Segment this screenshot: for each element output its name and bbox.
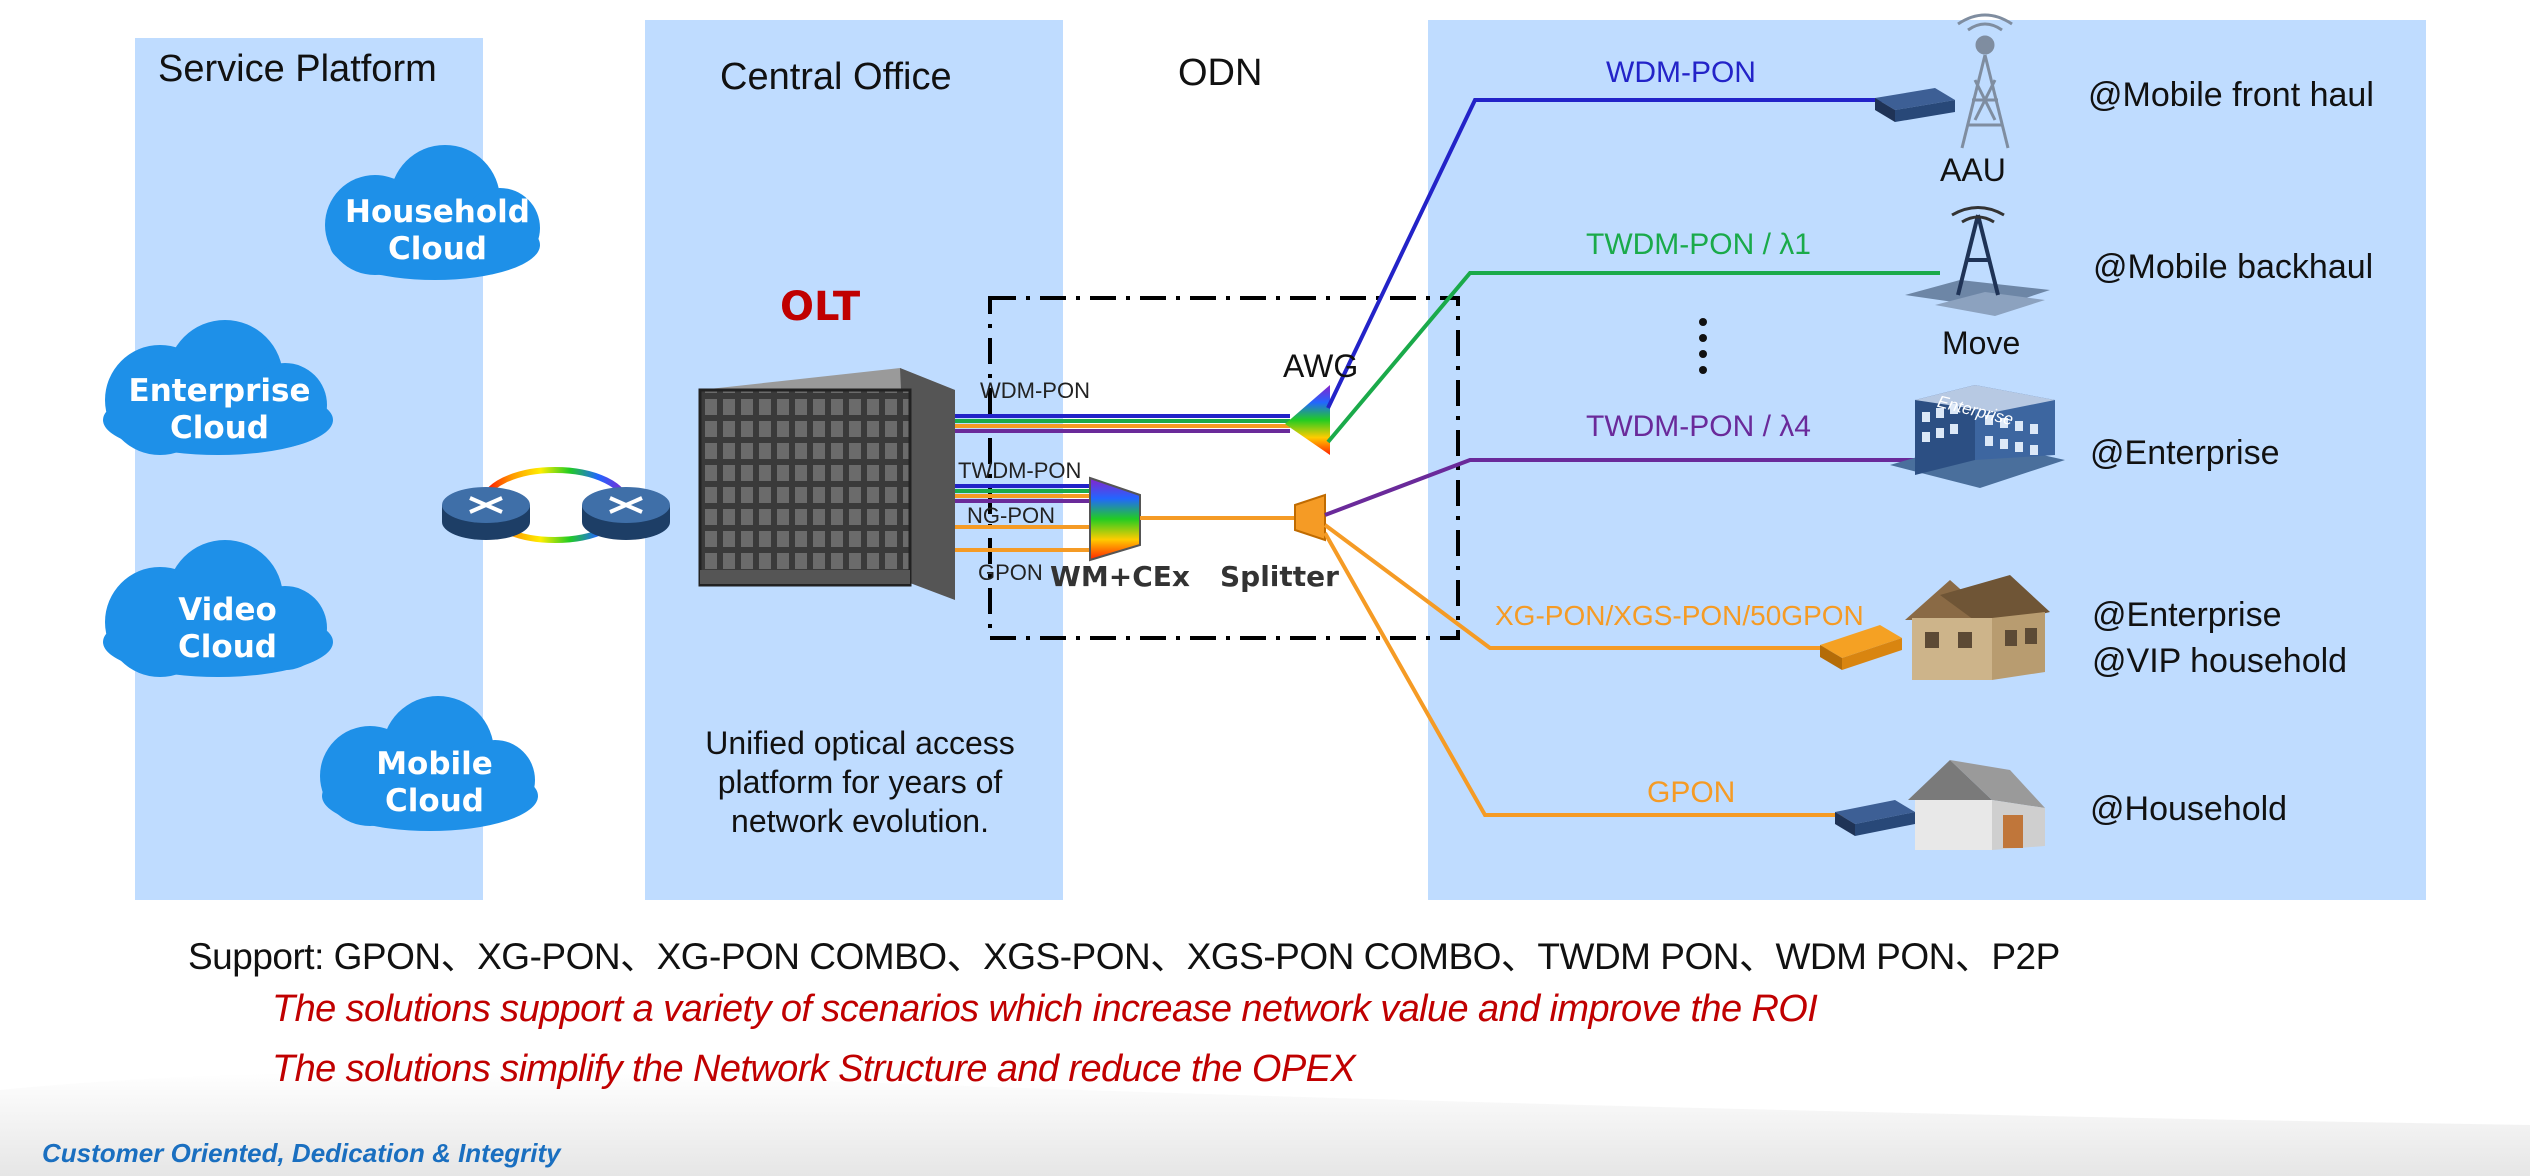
enterprise-building-icon xyxy=(1890,385,2065,488)
port-wdm-pon: WDM-PON xyxy=(980,378,1090,403)
link-label-wdm-pon: WDM-PON xyxy=(1606,56,1756,89)
solution-line-1: The solutions support a variety of scena… xyxy=(272,988,1818,1030)
olt-description: Unified optical access platform for year… xyxy=(705,725,1015,839)
awg-icon xyxy=(1285,385,1330,455)
slogan: Customer Oriented, Dedication & Integrit… xyxy=(42,1138,561,1168)
wm-cex-label: WM+CEx xyxy=(1050,560,1190,593)
wdm-bundle xyxy=(955,414,1290,433)
router-icon xyxy=(442,487,530,540)
dest-mobile-backhaul: @Mobile backhaul xyxy=(2093,248,2374,286)
mobile-cloud-label: Mobile Cloud xyxy=(376,746,493,819)
household-cloud-icon xyxy=(325,145,540,280)
mobile-cloud-icon xyxy=(320,696,538,831)
link-label-xg-pon: XG-PON/XGS-PON/50GPON xyxy=(1495,600,1864,631)
solution-line-2: The solutions simplify the Network Struc… xyxy=(272,1048,1356,1090)
awg-label: AWG xyxy=(1283,348,1359,384)
wm-cex-icon xyxy=(1089,476,1141,562)
link-label-twdm-l4: TWDM-PON / λ4 xyxy=(1586,410,1811,443)
video-cloud-icon xyxy=(103,540,333,677)
router-icon xyxy=(582,487,670,540)
odn-title: ODN xyxy=(1178,52,1263,94)
central-office-title: Central Office xyxy=(720,56,952,98)
enterprise-cloud-icon xyxy=(103,320,333,455)
onu-device-icon xyxy=(1875,88,1955,122)
port-gpon: GPON xyxy=(978,560,1043,585)
enterprise-cloud-label: Enterprise Cloud xyxy=(128,373,311,446)
onu-device-icon xyxy=(1835,800,1915,836)
odn-box xyxy=(988,296,1460,640)
dest-enterprise-vip: @Enterprise @VIP household xyxy=(2092,596,2348,680)
port-ng-pon: NG-PON xyxy=(967,503,1055,528)
household-house-icon xyxy=(1908,760,2045,850)
dest-household: @Household xyxy=(2090,790,2288,828)
household-cloud-label: Household Cloud xyxy=(345,194,530,267)
port-twdm-pon: TWDM-PON xyxy=(958,458,1082,483)
olt-label: OLT xyxy=(780,284,861,330)
move-label: Move xyxy=(1942,325,2021,361)
service-platform-title: Service Platform xyxy=(158,48,437,90)
twdm-l1-link xyxy=(1326,271,1940,444)
link-label-gpon: GPON xyxy=(1647,776,1736,809)
aau-tower-icon xyxy=(1957,13,2013,149)
dest-enterprise: @Enterprise xyxy=(2090,434,2280,472)
aau-label: AAU xyxy=(1940,152,2006,188)
footer-swoosh xyxy=(0,1072,2530,1176)
dest-mobile-fronthaul: @Mobile front haul xyxy=(2088,76,2374,114)
more-wavelengths-dots xyxy=(1699,318,1707,374)
olt-chassis-icon xyxy=(698,368,955,600)
twdm-bundle xyxy=(955,484,1090,503)
splitter-icon xyxy=(1294,493,1326,542)
wdm-pon-link xyxy=(1326,98,1890,409)
vip-house-icon xyxy=(1905,575,2050,680)
support-text: Support: GPON、XG-PON、XG-PON COMBO、XGS-PO… xyxy=(188,936,2060,977)
splitter-label: Splitter xyxy=(1220,560,1339,593)
move-tower-icon xyxy=(1905,206,2050,316)
video-cloud-label: Video Cloud xyxy=(178,592,277,665)
twdm-l4-link xyxy=(1324,458,1920,517)
xg-pon-link xyxy=(1323,523,1840,650)
onu-device-icon xyxy=(1820,625,1902,670)
gpon-link xyxy=(1323,532,1845,817)
link-label-twdm-l1: TWDM-PON / λ1 xyxy=(1586,228,1811,261)
